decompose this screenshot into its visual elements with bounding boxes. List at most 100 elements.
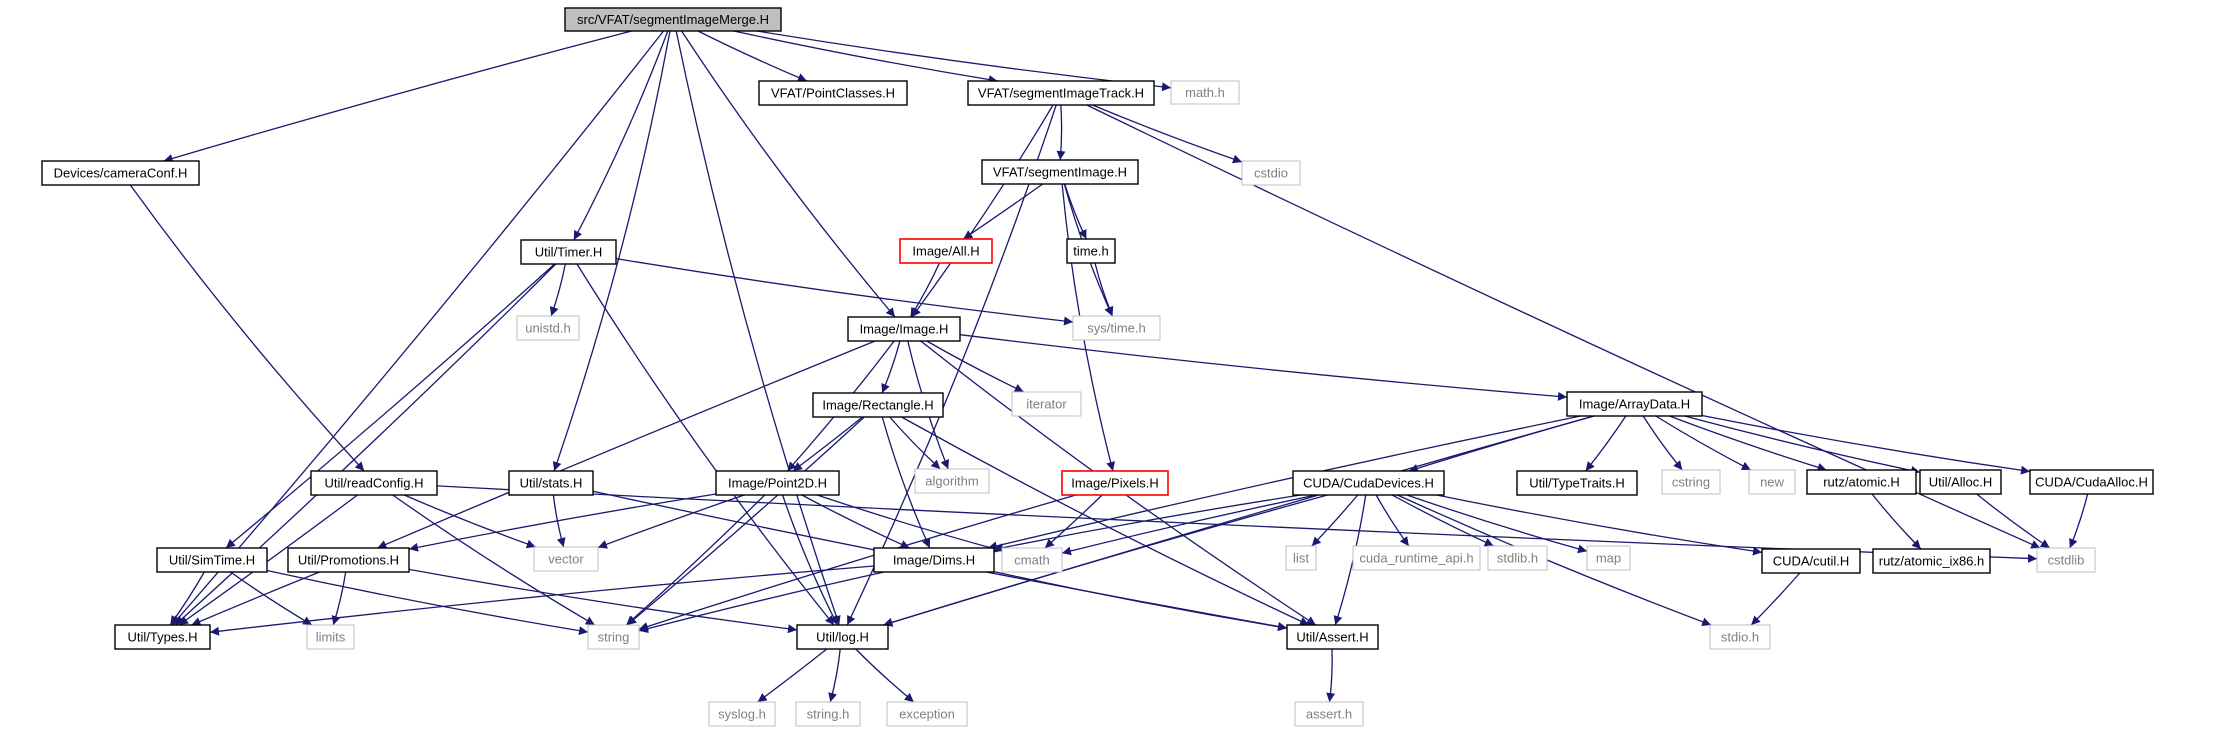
node-timer[interactable]: Util/Timer.H — [520, 239, 617, 265]
node-label: VFAT/PointClasses.H — [771, 86, 895, 101]
node-timeh[interactable]: time.h — [1066, 238, 1116, 264]
node-box — [1011, 391, 1082, 417]
node-cmath: cmath — [1001, 547, 1063, 573]
node-cameraconf[interactable]: Devices/cameraConf.H — [41, 160, 200, 186]
node-cudaalloc[interactable]: CUDA/CudaAlloc.H — [2029, 469, 2154, 495]
edge-simtime-to-limits — [230, 571, 313, 626]
node-box — [508, 470, 594, 496]
node-label: Image/Rectangle.H — [822, 398, 933, 413]
node-box — [1872, 548, 1991, 574]
node-box — [1061, 470, 1169, 496]
node-pixels[interactable]: Image/Pixels.H — [1061, 470, 1169, 496]
node-box — [1748, 469, 1796, 495]
node-arraydata[interactable]: Image/ArrayData.H — [1566, 391, 1703, 417]
node-rectangle[interactable]: Image/Rectangle.H — [812, 392, 944, 418]
edge-arraydata-to-rutzatomic — [1669, 415, 1827, 472]
edge-point2d-to-promotions — [408, 493, 717, 552]
node-label: cstdlib — [2048, 553, 2085, 568]
node-syslog: syslog.h — [708, 701, 776, 727]
node-atomicix86[interactable]: rutz/atomic_ix86.h — [1872, 548, 1991, 574]
node-label: Devices/cameraConf.H — [54, 166, 188, 181]
edge-promotions-to-log — [408, 568, 798, 634]
edge-root-to-types — [171, 30, 665, 626]
edge-root-to-pointclasses — [697, 30, 808, 82]
node-box — [847, 316, 961, 342]
edge-cudadevices-to-list — [1311, 494, 1359, 547]
edge-promotions-to-limits — [331, 571, 347, 626]
node-box — [114, 624, 211, 650]
node-box — [914, 468, 990, 494]
node-cudadevices[interactable]: CUDA/CudaDevices.H — [1292, 470, 1445, 496]
edge-imageimage-to-rectangle — [881, 340, 901, 394]
node-pointclasses[interactable]: VFAT/PointClasses.H — [758, 80, 908, 106]
node-segimage[interactable]: VFAT/segmentImage.H — [981, 159, 1139, 185]
edge-log-to-syslog — [757, 648, 828, 703]
node-label: Util/stats.H — [520, 476, 583, 491]
edge-promotions-to-types — [191, 571, 320, 626]
node-point2d[interactable]: Image/Point2D.H — [715, 470, 840, 496]
edge-pixels-to-cmath — [1044, 494, 1103, 549]
node-label: exception — [899, 707, 955, 722]
node-box — [715, 470, 840, 496]
node-imageall[interactable]: Image/All.H — [899, 238, 993, 264]
edge-cudadevices-to-dims — [993, 494, 1301, 553]
node-readconfig[interactable]: Util/readConfig.H — [310, 470, 438, 496]
node-stats[interactable]: Util/stats.H — [508, 470, 594, 496]
node-unistd: unistd.h — [516, 315, 580, 341]
node-typetraits[interactable]: Util/TypeTraits.H — [1516, 470, 1638, 496]
node-label: CUDA/CudaDevices.H — [1303, 476, 1434, 491]
node-box — [587, 624, 640, 650]
node-box — [2036, 547, 2096, 573]
edge-timer-to-systime — [615, 257, 1074, 326]
nodes-layer: src/VFAT/segmentImageMerge.H VFAT/PointCl… — [41, 7, 2154, 727]
node-cudacutil[interactable]: CUDA/cutil.H — [1761, 548, 1861, 574]
edge-segtrack-to-imageimage — [911, 104, 1054, 318]
edge-imageimage-to-arraydata — [959, 334, 1568, 401]
node-label: stdlib.h — [1497, 551, 1538, 566]
node-segtrack[interactable]: VFAT/segmentImageTrack.H — [967, 80, 1155, 106]
node-algorithm: algorithm — [914, 468, 990, 494]
edge-arraydata-to-typetraits — [1585, 415, 1627, 472]
edge-assert-to-asserth — [1326, 648, 1336, 703]
node-promotions[interactable]: Util/Promotions.H — [287, 547, 410, 573]
edge-root-to-stats — [552, 30, 671, 472]
edge-log-to-exception — [855, 648, 915, 703]
node-box — [533, 546, 599, 572]
node-cstdio: cstdio — [1241, 160, 1301, 186]
node-label: VFAT/segmentImage.H — [993, 165, 1127, 180]
node-math: math.h — [1170, 80, 1240, 105]
edge-imageimage-to-promotions — [377, 340, 876, 549]
node-dims[interactable]: Image/Dims.H — [873, 547, 995, 573]
node-box — [41, 160, 200, 186]
node-box — [1586, 545, 1631, 571]
node-imageimage[interactable]: Image/Image.H — [847, 316, 961, 342]
node-box — [1919, 469, 2002, 495]
node-label: vector — [548, 552, 584, 567]
edge-root-to-log — [675, 30, 841, 626]
node-root[interactable]: src/VFAT/segmentImageMerge.H — [564, 7, 782, 32]
node-box — [1286, 624, 1379, 650]
node-rutzatomic[interactable]: rutz/atomic.H — [1806, 469, 1917, 495]
node-label: Util/SimTime.H — [169, 553, 255, 568]
edge-root-to-imageimage — [681, 30, 896, 318]
node-types[interactable]: Util/Types.H — [114, 624, 211, 650]
node-label: Util/Assert.H — [1296, 630, 1368, 645]
edge-segimage-to-timeh — [1064, 183, 1087, 240]
edge-root-to-segtrack — [733, 30, 998, 84]
node-alloc[interactable]: Util/Alloc.H — [1919, 469, 2002, 495]
edge-cameraconf-to-readconfig — [129, 184, 365, 472]
edge-simtime-to-string — [266, 569, 589, 636]
node-stdlibh: stdlib.h — [1487, 545, 1548, 571]
node-box — [1001, 547, 1063, 573]
node-assert[interactable]: Util/Assert.H — [1286, 624, 1379, 650]
edge-cudadevices-to-log — [883, 494, 1328, 627]
edge-rectangle-to-string — [626, 416, 865, 626]
node-simtime[interactable]: Util/SimTime.H — [156, 547, 268, 573]
edge-rectangle-to-algorithm — [889, 416, 941, 470]
node-log[interactable]: Util/log.H — [796, 624, 889, 650]
edge-point2d-to-log — [781, 494, 838, 626]
node-label: VFAT/segmentImageTrack.H — [978, 86, 1144, 101]
node-label: string.h — [807, 707, 850, 722]
node-limits: limits — [306, 624, 355, 650]
